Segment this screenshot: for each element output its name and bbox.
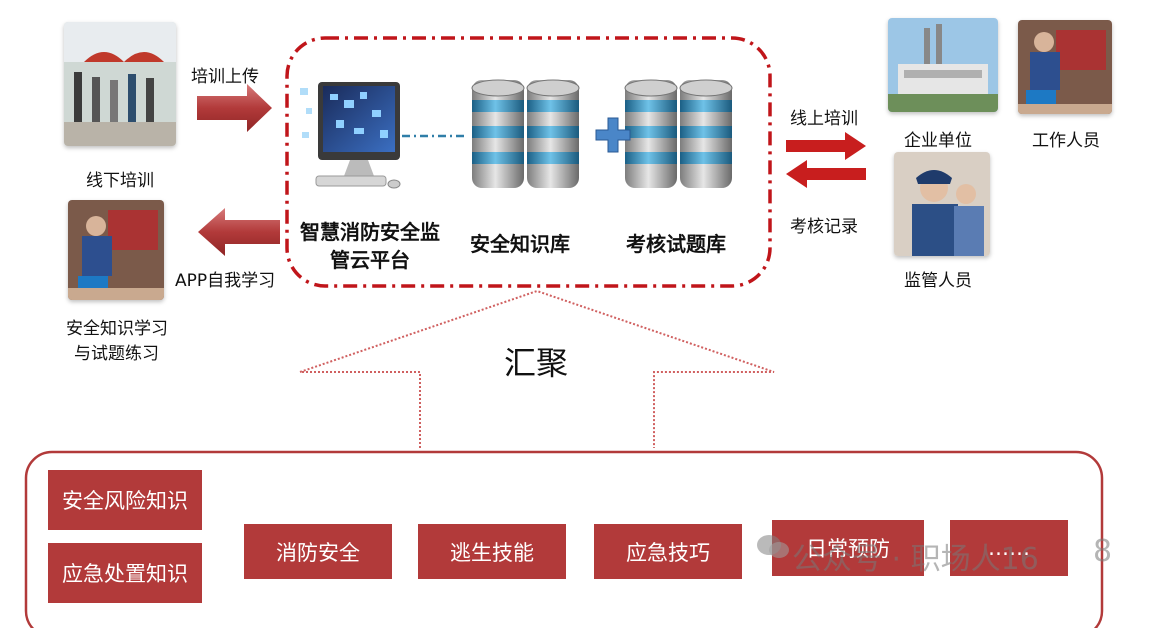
platform-label-line1: 智慧消防安全监 <box>300 220 440 244</box>
study-photo <box>68 200 164 300</box>
row-item-2: 应急技巧 <box>594 524 742 579</box>
worker-image <box>1018 20 1112 114</box>
study-caption-line1: 安全知识学习 <box>66 319 168 339</box>
enterprise-photo <box>888 18 998 112</box>
platform-dashed-frame <box>285 36 772 288</box>
app-arrow-label: APP自我学习 <box>175 271 276 291</box>
offline-training-photo <box>64 22 176 146</box>
knowledge-db-label: 安全知识库 <box>470 232 570 256</box>
worker-photo <box>1018 20 1112 114</box>
assessment-label: 考核记录 <box>790 217 858 237</box>
supervisor-image <box>894 152 990 256</box>
offline-training-caption: 线下培训 <box>86 171 154 191</box>
gather-arrow <box>299 289 775 448</box>
study-image <box>68 200 164 300</box>
plus-icon <box>595 117 631 153</box>
wechat-icon-svg <box>757 535 789 558</box>
upload-arrow <box>197 84 272 132</box>
worker-caption: 工作人员 <box>1032 131 1100 151</box>
row-item-1: 逃生技能 <box>418 524 566 579</box>
knowledge-container <box>24 450 1104 628</box>
offline-training-image <box>64 22 176 146</box>
supervisor-photo <box>894 152 990 256</box>
online-training-label: 线上培训 <box>790 109 858 129</box>
watermark-text: 公众号 · 职场人16 <box>792 542 1039 577</box>
wechat-icon <box>756 532 790 562</box>
knowledge-db-cylinders <box>471 79 580 188</box>
computer-icon <box>300 82 401 189</box>
row-item-0: 消防安全 <box>244 524 392 579</box>
enterprise-image <box>888 18 998 112</box>
left-knowledge-item-1: 应急处置知识 <box>48 543 202 603</box>
enterprise-caption: 企业单位 <box>904 131 972 151</box>
upload-arrow-label: 培训上传 <box>191 67 259 87</box>
online-training-arrow <box>786 132 866 160</box>
gather-label: 汇聚 <box>504 344 569 382</box>
row-item-3: 日常预防 <box>772 520 924 576</box>
assessment-arrow <box>786 160 866 188</box>
study-caption-line2: 与试题练习 <box>74 344 159 364</box>
exam-db-label: 考核试题库 <box>626 232 726 256</box>
app-arrow <box>198 208 280 256</box>
exam-db-cylinders <box>624 79 733 188</box>
row-item-4: …… <box>950 520 1068 576</box>
supervisor-caption: 监管人员 <box>904 271 972 291</box>
left-knowledge-item-0: 安全风险知识 <box>48 470 202 530</box>
watermark-tail: 8 <box>1093 534 1113 569</box>
platform-label-line2: 管云平台 <box>330 248 410 272</box>
